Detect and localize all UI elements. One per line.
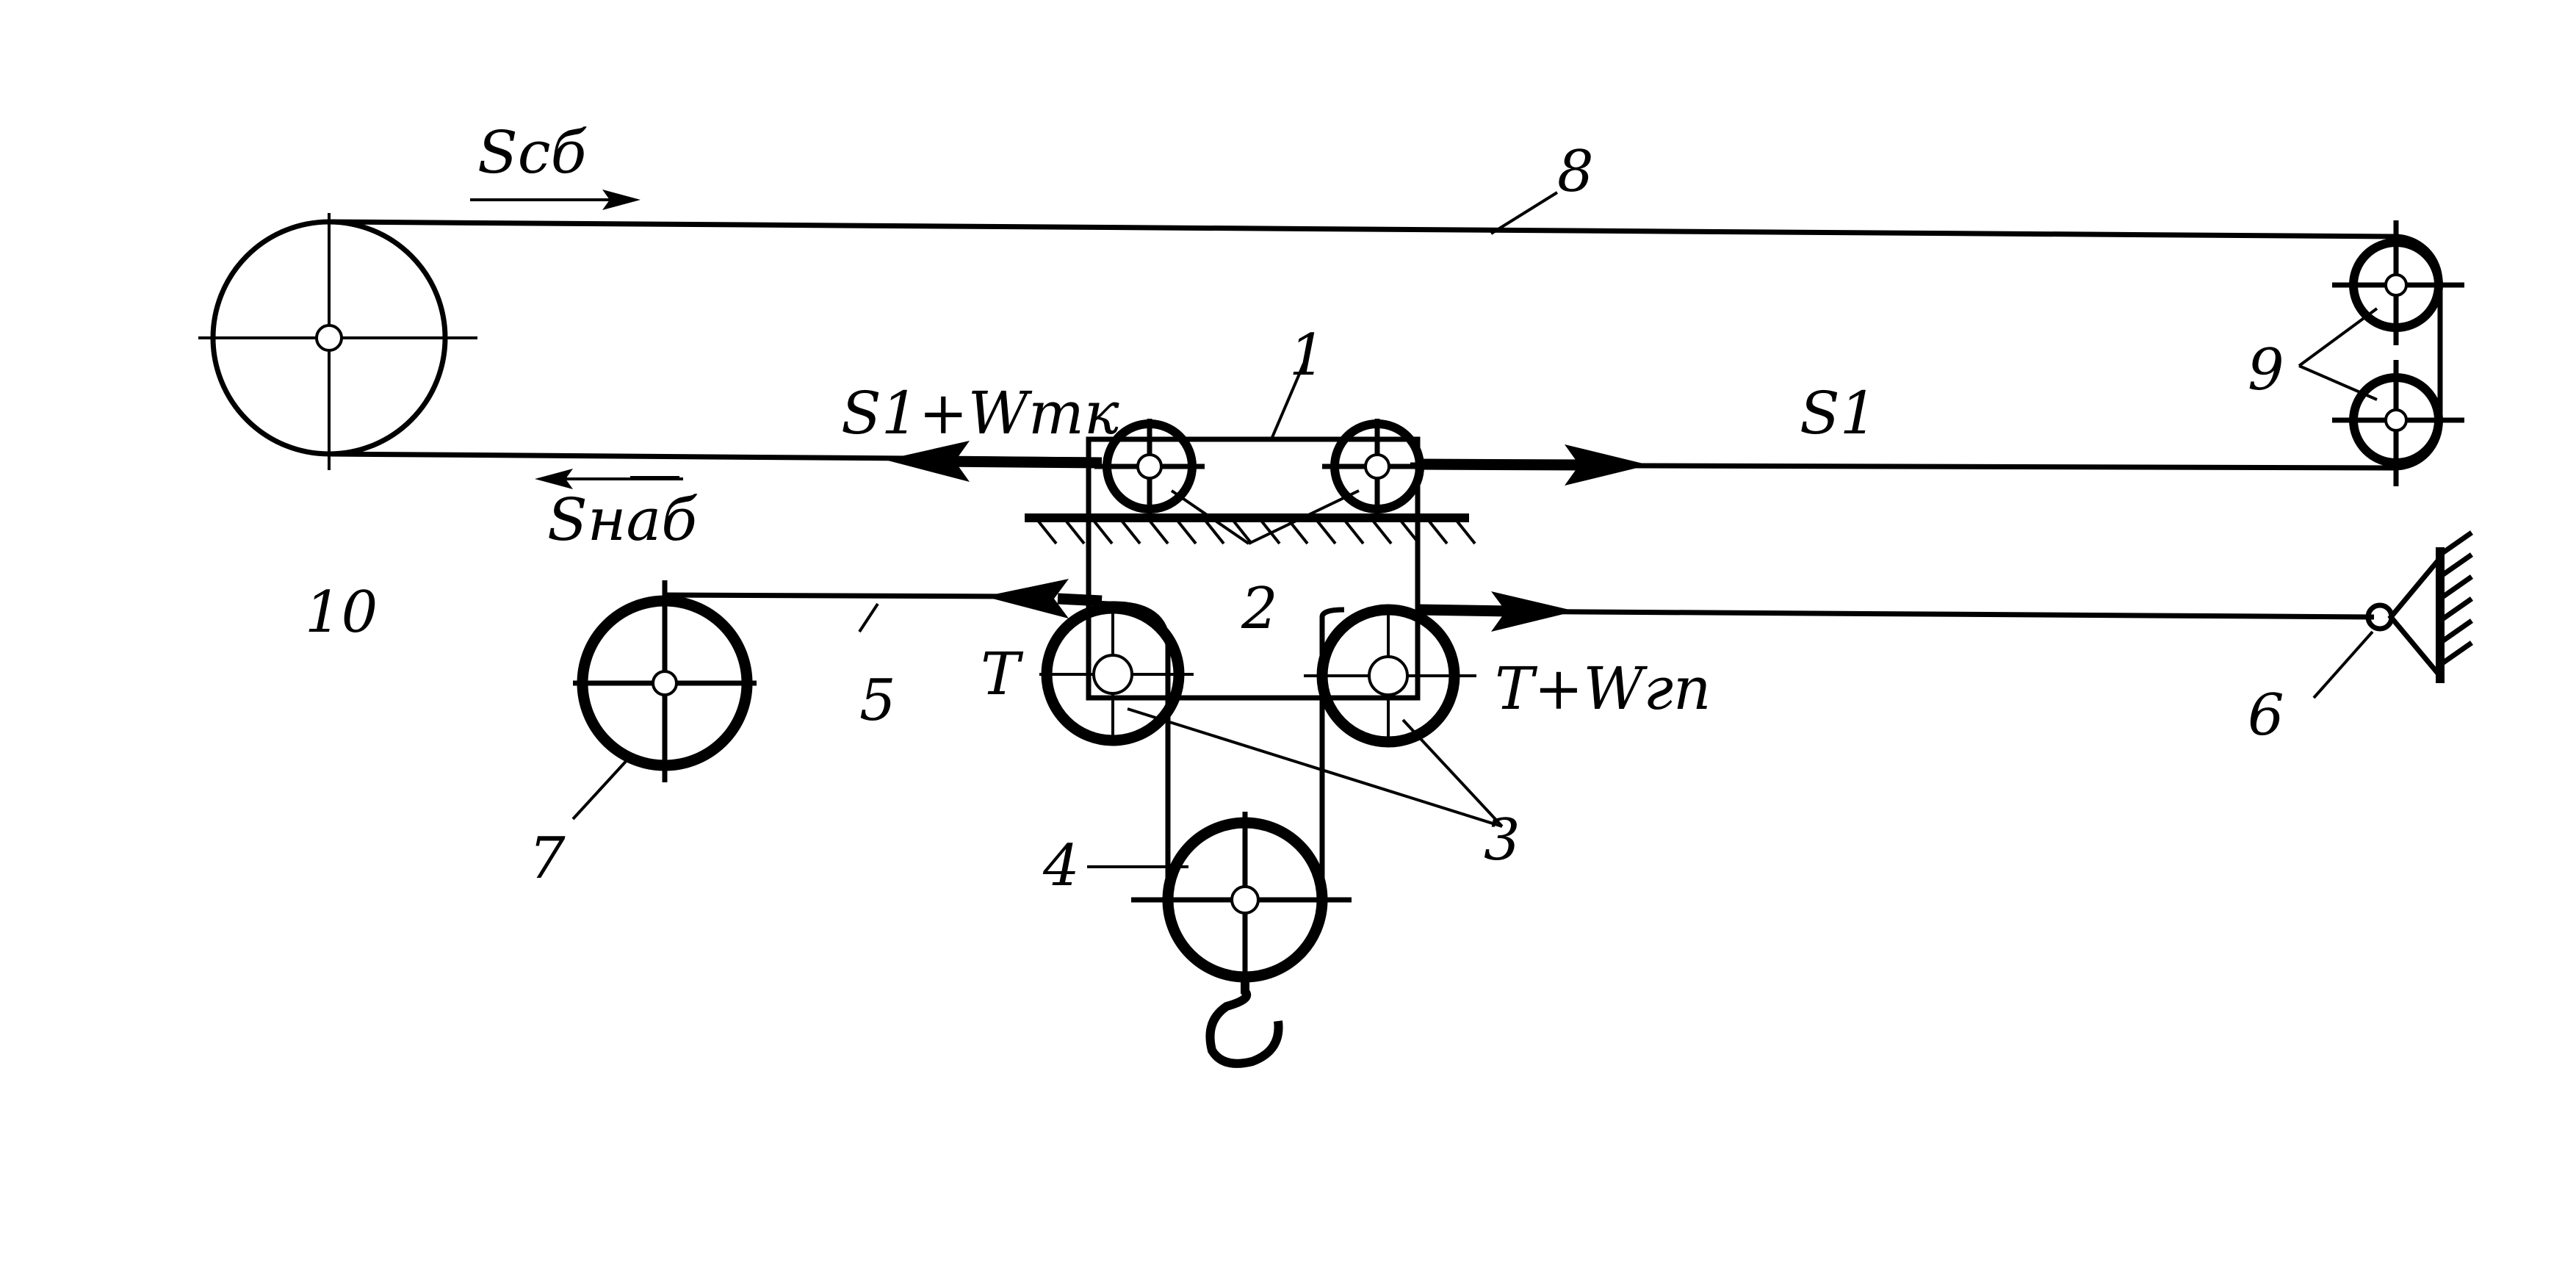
trolley-frame-1 xyxy=(1086,363,1421,701)
rail-hatch-line xyxy=(1285,516,1309,545)
label-scb: Scб xyxy=(477,118,588,187)
label-t-wgp: T+Wгп xyxy=(1495,654,1711,723)
rope-direction-arrows xyxy=(470,190,683,489)
rail-hatch-line xyxy=(1453,516,1476,545)
drive-drum-10 xyxy=(198,213,477,470)
anchor-hatch-line xyxy=(2438,574,2474,601)
rail-hatch-line xyxy=(1062,516,1086,545)
leader-7 xyxy=(571,755,632,821)
arrow-s1-shaft xyxy=(1417,458,1587,471)
rail-hatch-line xyxy=(1174,516,1197,545)
anchor-hatch-line xyxy=(2438,596,2474,623)
leader-3a xyxy=(1127,707,1503,828)
rope-5-left xyxy=(664,592,1014,599)
rail-hatch-line xyxy=(1034,516,1058,545)
arrow-twgp-head xyxy=(1491,591,1576,632)
rail-hatch-line xyxy=(1341,516,1365,545)
label-t: T xyxy=(981,640,1024,708)
rail-hatch-line xyxy=(1090,516,1114,545)
part-number-3: 3 xyxy=(1484,807,1520,873)
part-number-6: 6 xyxy=(2248,682,2284,749)
rail-hatch-line xyxy=(1425,516,1448,545)
arrow-twgp-shaft xyxy=(1417,604,1510,617)
hoist-force-arrows xyxy=(984,579,1576,632)
label-s1: S1 xyxy=(1800,379,1877,447)
leader-6 xyxy=(2312,630,2374,699)
rail-hatch-line xyxy=(1230,516,1253,545)
running-wheels-2 xyxy=(1094,419,1432,545)
rail-hatch-line xyxy=(1146,516,1169,545)
arrow-s1-wtk-head xyxy=(885,441,970,482)
rail-hatch-line xyxy=(1369,516,1393,545)
part-number-8: 8 xyxy=(1557,139,1594,205)
hook xyxy=(1205,977,1283,1068)
rope-upper-branch xyxy=(328,219,2395,239)
trolley-force-arrows xyxy=(885,441,1649,486)
leader-5 xyxy=(858,602,879,633)
part-number-4: 4 xyxy=(1042,833,1080,899)
part-number-7: 7 xyxy=(529,826,566,892)
part-number-9: 9 xyxy=(2248,337,2284,403)
rail-hatch-line xyxy=(1118,516,1141,545)
part-number-1: 1 xyxy=(1289,322,1326,389)
anchor-hatch-line xyxy=(2438,641,2474,667)
leader-8 xyxy=(1490,191,1559,235)
anchor-hatch-line xyxy=(2438,530,2474,557)
rail-hatch-line xyxy=(1258,516,1281,545)
rail-hatch-line xyxy=(1397,516,1421,545)
arrow-scb-head xyxy=(602,190,641,210)
part-number-2: 2 xyxy=(1241,576,1278,642)
anchor-hatch-line xyxy=(2438,552,2474,579)
leader-9b xyxy=(2298,364,2378,401)
label-s1-wtk: S1+Wтк xyxy=(841,379,1119,447)
rail xyxy=(1025,513,1476,545)
hook-block-4 xyxy=(1087,607,1352,1068)
rail-hatch-line xyxy=(1202,516,1225,545)
rope-5-right xyxy=(1476,608,2375,620)
anchor-hatch-line xyxy=(2438,619,2474,645)
deflector-pulleys-9 xyxy=(2298,220,2464,486)
arrow-t-head xyxy=(984,579,1069,619)
leader-9a xyxy=(2298,307,2378,367)
label-snab: Sнаб xyxy=(547,486,698,554)
hoist-drum-7 xyxy=(571,580,757,821)
part-number-5: 5 xyxy=(859,668,896,734)
arrow-snab-head xyxy=(535,469,573,489)
rope-anchor-6 xyxy=(2312,530,2474,699)
leader-1 xyxy=(1269,363,1305,441)
arrow-s1-wtk-shaft xyxy=(939,455,1103,469)
rail-hatch-line xyxy=(1313,516,1337,545)
leader-3b xyxy=(1401,718,1504,828)
part-number-10: 10 xyxy=(305,580,378,646)
arrow-t-shaft xyxy=(1057,593,1103,607)
arrow-s1-head xyxy=(1565,444,1649,486)
